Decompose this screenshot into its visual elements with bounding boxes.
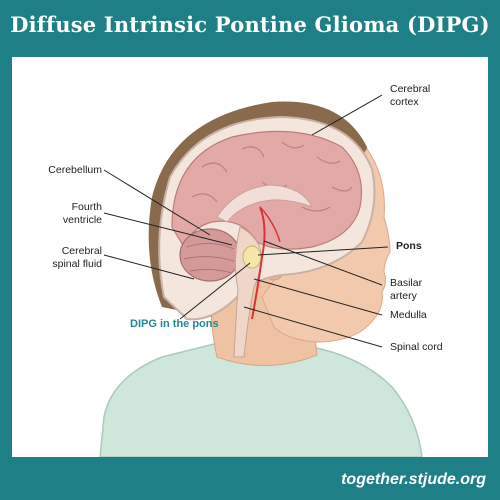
dipg-tumor: [242, 245, 262, 269]
label-dipg-in-pons: DIPG in the pons: [130, 318, 219, 330]
label-spinal-cord: Spinal cord: [390, 341, 443, 353]
leader-csf: [103, 254, 195, 280]
head-brain-illustration: [99, 94, 423, 457]
page-title: Diffuse Intrinsic Pontine Glioma (DIPG): [10, 12, 490, 37]
cerebellum-shape: [179, 228, 241, 282]
leader-pons: [257, 246, 389, 256]
leader-fourth-ventricle: [103, 212, 233, 246]
label-basilar-artery: Basilar artery: [390, 277, 423, 302]
label-medulla: Medulla: [390, 309, 427, 321]
illustration-panel: Cerebral cortex Cerebellum Fourth ventri…: [12, 57, 488, 457]
leader-medulla: [253, 278, 383, 316]
leader-dipg: [179, 262, 251, 320]
corpus-callosum: [216, 184, 314, 223]
artery-branch: [259, 206, 281, 243]
label-pons: Pons: [396, 240, 422, 252]
leader-spinal-cord: [243, 306, 383, 348]
label-fourth-ventricle: Fourth ventricle: [62, 201, 102, 226]
label-cerebral-cortex: Cerebral cortex: [390, 83, 431, 108]
footer-url: together.stjude.org: [341, 471, 486, 488]
leader-basilar-artery: [263, 240, 383, 286]
cerebellum-folds: [183, 243, 238, 274]
basilar-artery: [251, 206, 266, 320]
leader-cerebellum: [103, 169, 211, 236]
label-cerebellum: Cerebellum: [48, 164, 102, 176]
leader-cerebral-cortex: [311, 94, 383, 136]
leader-lines: [103, 94, 389, 348]
label-cerebral-spinal-fluid: Cerebral spinal fluid: [52, 245, 102, 270]
